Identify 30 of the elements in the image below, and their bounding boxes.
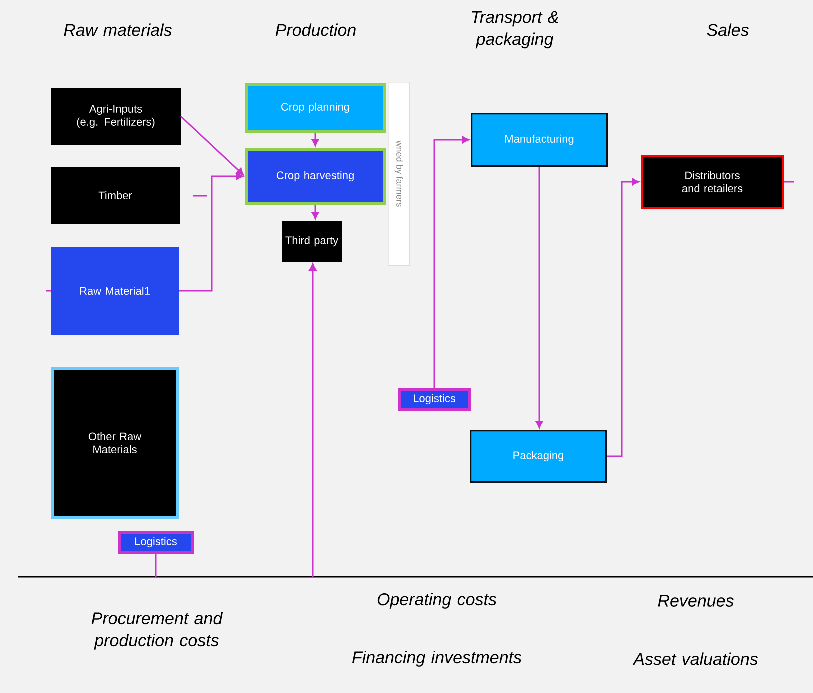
section-heading: Financing investments <box>352 651 522 667</box>
process-box: Crop harvesting <box>245 148 386 205</box>
input-box: Other Raw Materials <box>51 367 179 519</box>
input-box: Agri-Inputs (e.g. Fertilizers) <box>51 88 181 145</box>
section-heading: Raw materials <box>64 24 172 36</box>
section-heading: Asset valuations <box>632 652 758 666</box>
section-heading: Transport & packaging <box>472 11 558 49</box>
section-heading: Production <box>276 24 356 36</box>
process-box: Manufacturing <box>471 113 608 167</box>
arrow <box>536 167 544 428</box>
section-heading: Revenues <box>658 595 734 607</box>
process-box: Packaging <box>470 430 607 483</box>
arrow <box>180 116 244 176</box>
logistics-box: Logistics <box>398 388 471 411</box>
note-strip: wned by farmers <box>388 82 410 266</box>
section-heading: Operating costs <box>378 593 497 609</box>
arrow <box>312 205 320 220</box>
input-box: Timber <box>51 167 180 224</box>
arrow <box>179 172 244 292</box>
process-box: Crop planning <box>245 83 386 133</box>
arrow <box>312 133 320 146</box>
arrow <box>434 136 470 388</box>
process-box: Third party <box>282 221 342 262</box>
logistics-box: Logistics <box>118 531 194 554</box>
input-box: Raw Material1 <box>51 247 179 335</box>
section-heading: Procurement and production costs <box>92 612 224 650</box>
arrow <box>607 178 640 458</box>
arrow <box>309 264 317 577</box>
section-heading: Sales <box>707 24 749 36</box>
sales-box: Distributors and retailers <box>641 155 784 209</box>
